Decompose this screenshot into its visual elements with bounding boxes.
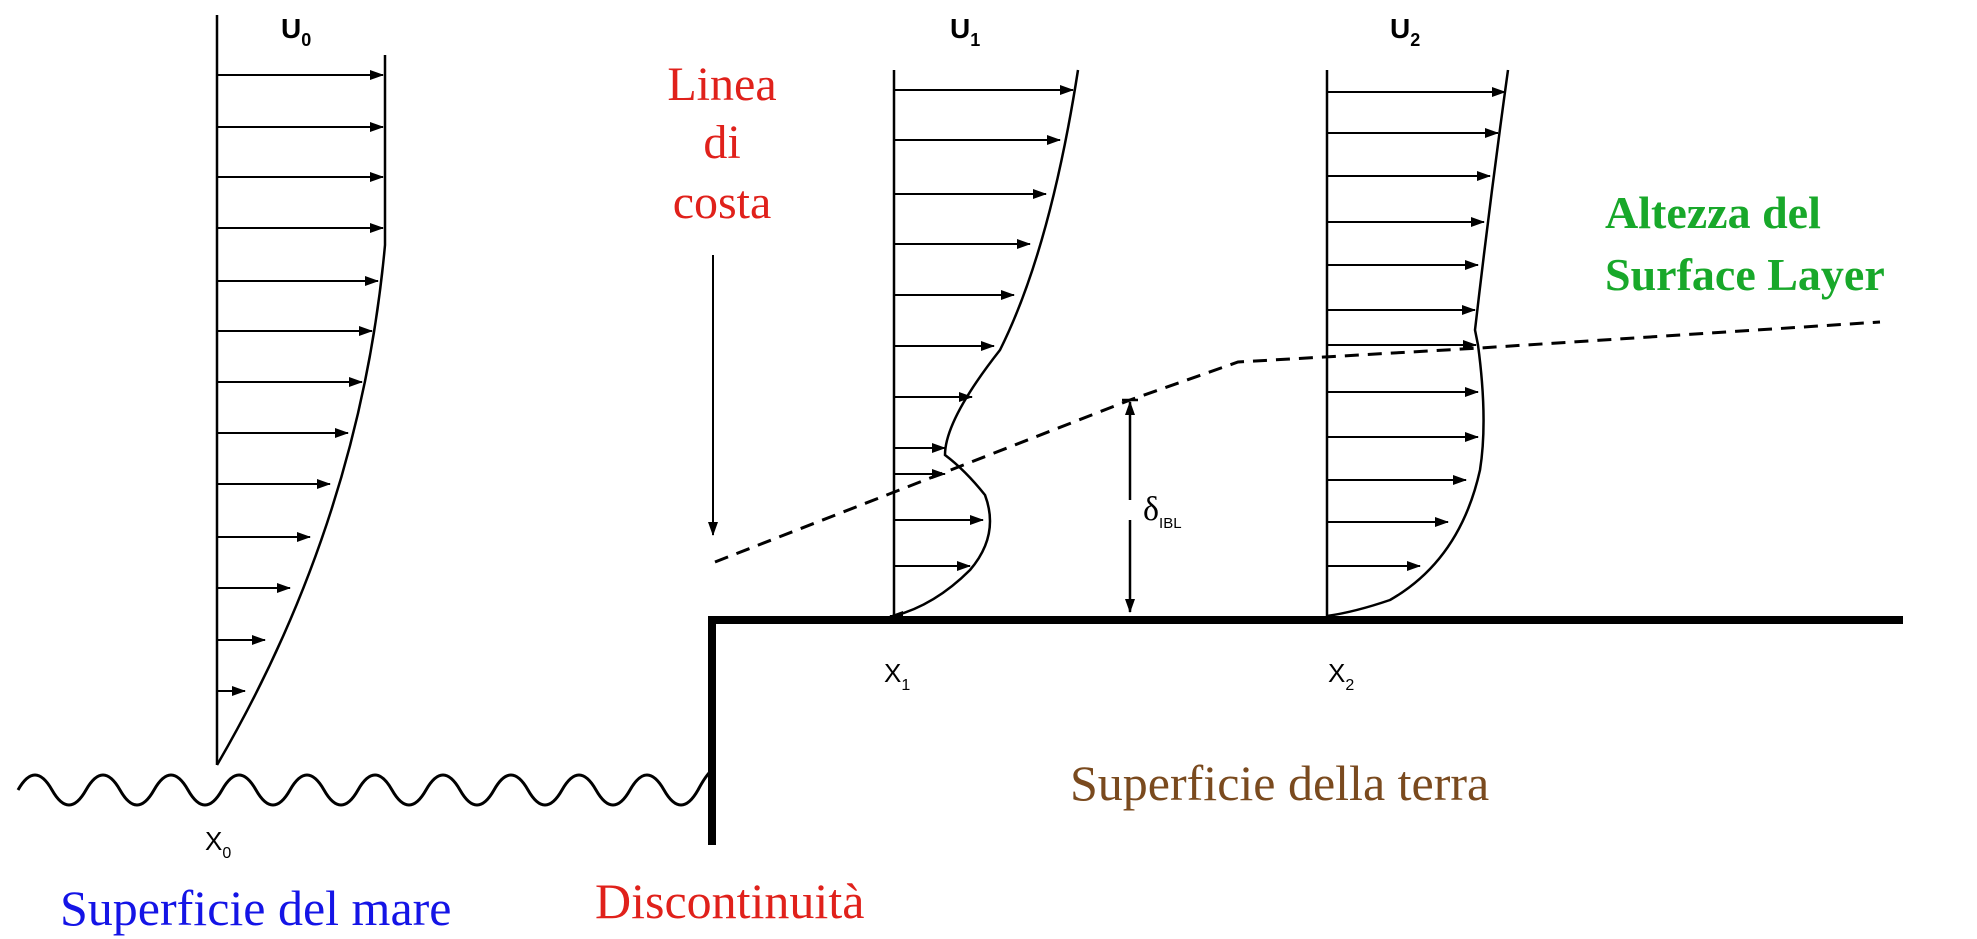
x1-label: X1 [884,658,910,694]
land-step-outline [708,616,1903,845]
sea-surface-label: Superficie del mare [60,880,451,936]
profile-2-curve [1326,69,1510,618]
discontinuity-label: Discontinuità [595,873,864,929]
wind-profile-1: U1 X1 [884,13,1080,694]
u2-label: U2 [1390,13,1420,50]
u1-label: U1 [950,13,980,50]
x0-label: X0 [205,826,231,862]
x2-label: X2 [1328,658,1354,694]
wind-profile-0: U0 X0 [205,13,387,862]
surface-layer-height-line [714,320,1881,564]
profile-0-curve [215,55,387,766]
surface-layer-label-line-2: Surface Layer [1605,249,1885,300]
surface-layer-label-line-1: Altezza del [1605,187,1821,238]
u0-label: U0 [281,13,311,50]
sea-surface-waves [16,768,714,807]
coastline-label: Linea di costa [667,58,776,229]
profile-0-arrows [217,70,384,696]
wind-profile-2: U2 X2 [1325,13,1510,694]
profile-2-arrows [1327,87,1506,571]
profile-1-curve [893,69,1080,618]
coastline-label-line-1: Linea [667,58,776,111]
delta-ibl-dimension: δIBL [1122,398,1182,613]
surface-layer-label: Altezza del Surface Layer [1605,187,1885,300]
coastline-label-line-3: costa [673,176,772,229]
coastline-label-line-2: di [703,116,740,169]
land-surface-label: Superficie della terra [1070,755,1489,811]
profile-1-arrows [889,85,1074,621]
delta-ibl-label: δIBL [1143,491,1182,532]
